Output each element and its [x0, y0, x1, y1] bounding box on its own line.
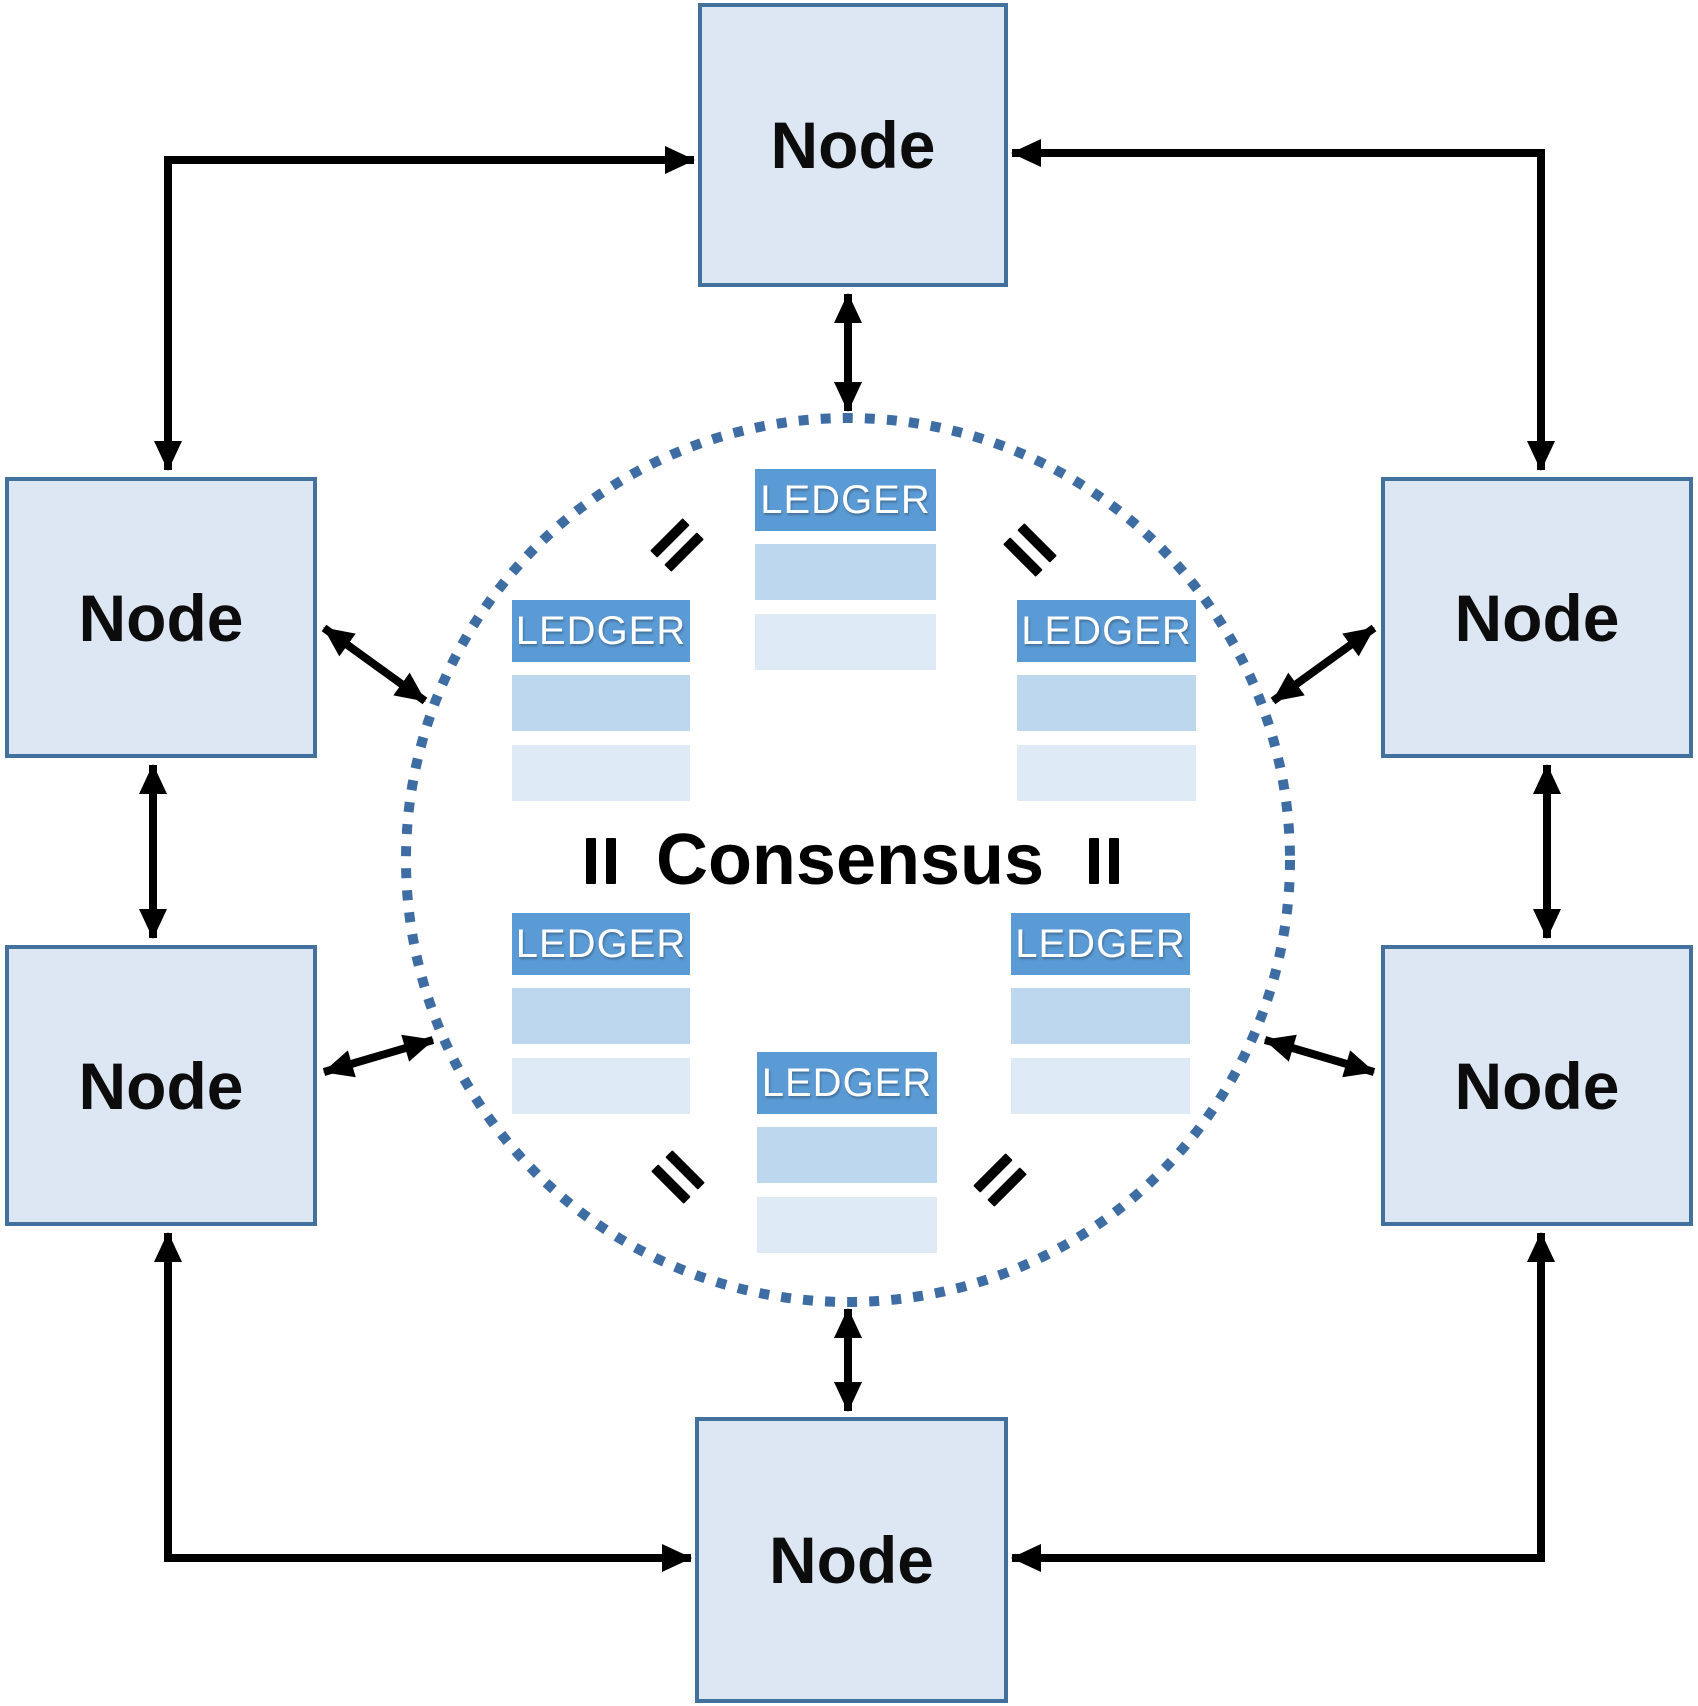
arrow-left-lower-circle [322, 1034, 435, 1078]
ledger-label: LEDGER [761, 1060, 933, 1105]
ledger-label: LEDGER [760, 477, 931, 522]
node-label: Node [1454, 1048, 1620, 1123]
node-label: Node [78, 580, 244, 655]
ledger-left-lower: LEDGER [512, 913, 690, 1114]
ledger-header: LEDGER [1011, 913, 1190, 975]
ledger-row [512, 745, 690, 801]
equals-bar [1109, 838, 1119, 884]
ledger-label: LEDGER [515, 921, 687, 966]
ledger-header: LEDGER [512, 913, 690, 975]
ledger-right-upper: LEDGER [1017, 600, 1196, 801]
ledger-row [757, 1197, 937, 1253]
node-label: Node [769, 1523, 934, 1597]
node-right-upper: Node [1381, 477, 1693, 758]
node-label: Node [770, 108, 936, 182]
node-label: Node [1454, 580, 1620, 655]
ledger-label: LEDGER [515, 608, 687, 653]
ledger-row [755, 614, 936, 670]
ledger-row [1017, 745, 1196, 801]
consensus-circle [401, 413, 1295, 1307]
arrow-right-lower-circle [1263, 1034, 1376, 1078]
ledger-row [1011, 1058, 1190, 1114]
ledger-right-lower: LEDGER [1011, 913, 1190, 1114]
equals-icon [1089, 838, 1119, 884]
arrow-bottom-right-corner [1011, 1232, 1555, 1572]
equals-bar [586, 838, 596, 884]
node-left-lower: Node [5, 945, 317, 1226]
arrow-top-right-corner [1011, 139, 1555, 471]
equals-bar [606, 838, 616, 884]
arrow-bottom-left-corner [154, 1232, 692, 1572]
ledger-label: LEDGER [1015, 921, 1186, 966]
ledger-row [512, 988, 690, 1044]
ledger-top-center: LEDGER [755, 469, 936, 670]
ledger-row [512, 675, 690, 731]
ledger-row [1011, 988, 1190, 1044]
arrow-right-upper-circle [1270, 624, 1377, 705]
node-label: Node [78, 1048, 244, 1123]
node-right-lower: Node [1381, 945, 1693, 1226]
arrow-top-left-corner [154, 146, 695, 471]
ledger-row [512, 1058, 690, 1114]
ledger-header: LEDGER [1017, 600, 1196, 662]
ledger-row [755, 544, 936, 600]
equals-bar [1089, 838, 1099, 884]
ledger-label: LEDGER [1021, 608, 1192, 653]
ledger-row [757, 1127, 937, 1183]
ledger-bottom-center: LEDGER [757, 1052, 937, 1253]
node-bottom: Node [695, 1417, 1008, 1703]
equals-icon [586, 838, 616, 884]
ledger-header: LEDGER [512, 600, 690, 662]
node-top: Node [698, 3, 1008, 287]
arrow-left-upper-circle [321, 624, 428, 705]
consensus-label: Consensus [655, 820, 1045, 900]
node-left-upper: Node [5, 477, 317, 758]
ledger-row [1017, 675, 1196, 731]
ledger-header: LEDGER [757, 1052, 937, 1114]
ledger-left-upper: LEDGER [512, 600, 690, 801]
ledger-header: LEDGER [755, 469, 936, 531]
